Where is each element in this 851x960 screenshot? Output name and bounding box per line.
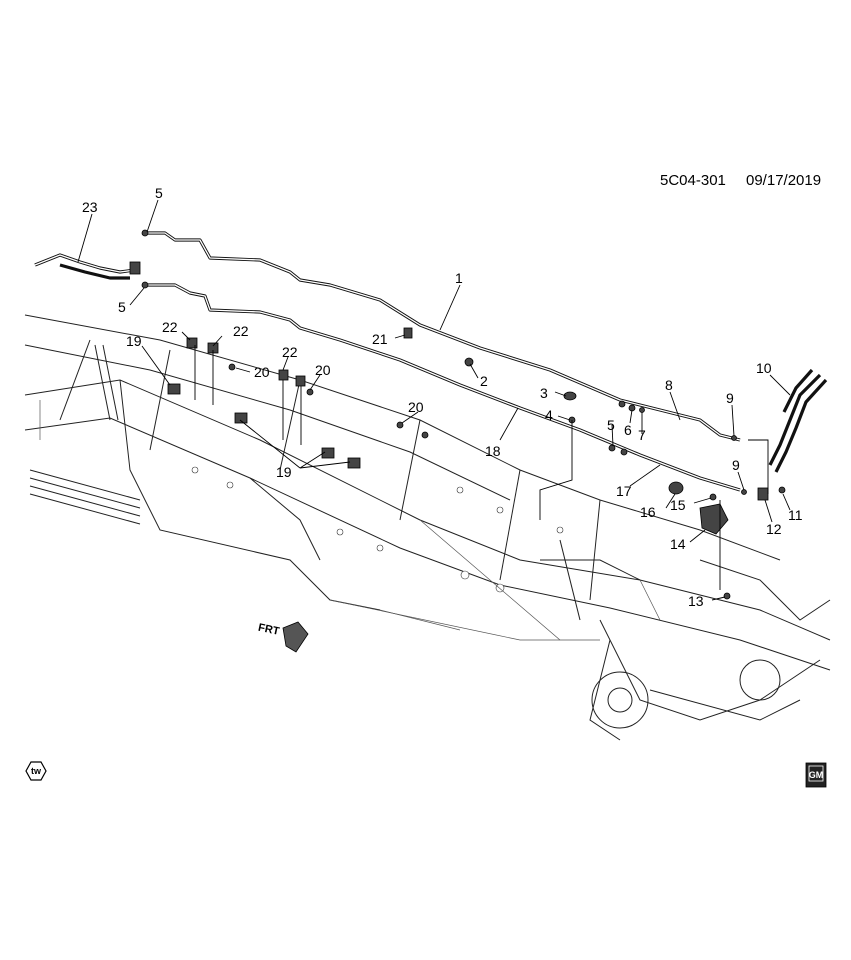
item-20-nut-c <box>396 421 404 429</box>
callout-5-lower: 5 <box>118 299 126 315</box>
callout-9-lower: 9 <box>732 457 740 473</box>
item-15-bolt <box>709 493 717 501</box>
callout-5-upper: 5 <box>155 185 163 201</box>
callout-15: 15 <box>670 497 686 513</box>
callout-10: 10 <box>756 360 772 376</box>
item-6-fitting-b <box>620 448 628 456</box>
item-20-nut-a <box>228 363 236 371</box>
item-22-clip-a <box>186 337 198 349</box>
callout-14: 14 <box>670 536 686 552</box>
callout-20-c: 20 <box>408 399 424 415</box>
doc-id: 5C04-301 <box>660 172 726 189</box>
callout-9-upper: 9 <box>726 390 734 406</box>
item-20-nut-b <box>306 388 314 396</box>
item-14-bracket <box>699 503 729 535</box>
item-13-bolt <box>723 592 731 600</box>
callout-20-b: 20 <box>315 362 331 378</box>
callout-7: 7 <box>638 427 646 443</box>
item-12-bracket <box>757 487 769 501</box>
callout-22-c: 22 <box>282 344 298 360</box>
hexagon-icon <box>25 761 47 781</box>
item-21-clip <box>403 327 413 339</box>
callout-12: 12 <box>766 521 782 537</box>
gm-logo: GM <box>805 762 827 788</box>
arrow-head-icon <box>282 621 309 653</box>
front-arrow-label: FRT <box>257 622 281 638</box>
item-5-fitting-c <box>618 400 626 408</box>
item-11-bolt <box>778 486 786 494</box>
callout-8: 8 <box>665 377 673 393</box>
callout-13: 13 <box>688 593 704 609</box>
callout-5-mid: 5 <box>607 417 615 433</box>
callout-6: 6 <box>624 422 632 438</box>
item-3-grommet <box>563 391 577 401</box>
callout-3: 3 <box>540 385 548 401</box>
callout-11: 11 <box>788 507 803 523</box>
callout-1: 1 <box>455 270 463 286</box>
callout-19-b: 19 <box>276 464 292 480</box>
item-2-grommet <box>464 357 474 367</box>
item-7-fitting <box>639 407 645 413</box>
item-5-fitting-lower <box>141 281 149 289</box>
chassis-frame <box>24 314 831 741</box>
item-20-nut-d <box>421 431 429 439</box>
tw-badge: tw <box>25 761 47 781</box>
item-22-clip-d <box>295 375 306 387</box>
callout-labels: 23 5 5 1 22 22 19 21 22 20 20 2 3 10 8 9… <box>82 185 803 609</box>
callout-21: 21 <box>372 331 388 347</box>
front-arrow: FRT <box>257 621 309 653</box>
callout-20-a: 20 <box>254 364 270 380</box>
item-23-fitting <box>129 261 141 275</box>
item-5-fitting-d <box>608 444 616 452</box>
gm-logo-text: GM <box>809 770 824 780</box>
leader-lines <box>77 199 791 601</box>
item-22-clip-c <box>278 369 289 381</box>
item-19-clip-d <box>347 457 361 469</box>
item-5-fitting-upper <box>141 229 149 237</box>
callout-19-a: 19 <box>126 333 142 349</box>
callout-22-a: 22 <box>162 319 178 335</box>
callout-2: 2 <box>480 373 488 389</box>
brake-pipe-assembly <box>34 229 828 600</box>
callout-16: 16 <box>640 504 656 520</box>
callout-22-b: 22 <box>233 323 249 339</box>
item-19-clip-a <box>167 383 181 395</box>
item-19-clip-c <box>321 447 335 459</box>
item-19-clip-b <box>234 412 248 424</box>
item-16-grommet <box>668 481 684 495</box>
callout-17: 17 <box>616 483 632 499</box>
item-9-fitting-a <box>731 435 737 441</box>
callout-18: 18 <box>485 443 501 459</box>
callout-4: 4 <box>545 407 553 423</box>
item-9-fitting-b <box>741 489 747 495</box>
tw-badge-text: tw <box>31 766 42 776</box>
doc-date: 09/17/2019 <box>746 172 821 189</box>
callout-23: 23 <box>82 199 98 215</box>
